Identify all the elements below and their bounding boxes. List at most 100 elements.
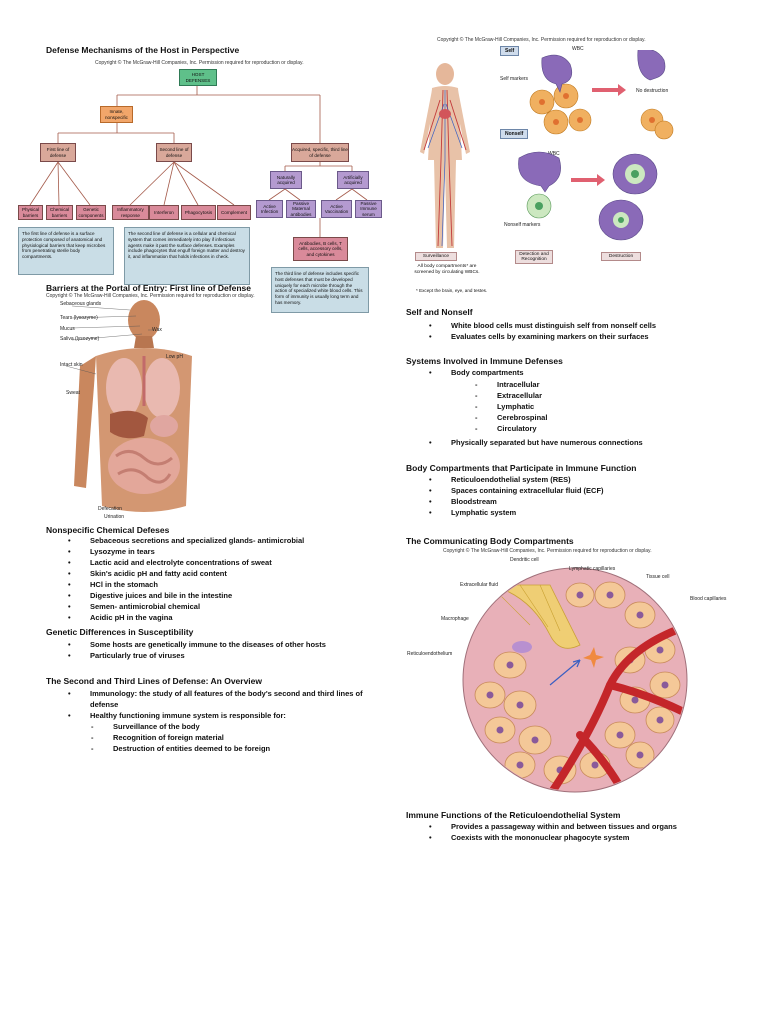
third-line-note: The third line of defense includes speci… — [271, 267, 369, 313]
section-title-res-functions: Immune Functions of the Reticuloendothel… — [406, 810, 621, 820]
human-torso-illustration — [65, 300, 192, 512]
list-item: Spaces containing extracellular fluid (E… — [429, 485, 751, 496]
label-urination: Urination — [104, 514, 125, 520]
list-item: Lymphatic — [475, 401, 697, 412]
section-title-barriers: Barriers at the Portal of Entry: First l… — [46, 283, 251, 293]
list-item: Reticuloendothelial system (RES) — [429, 474, 751, 485]
leaf-interferon: Interferon — [149, 205, 179, 220]
body-surveillance-illustration — [420, 63, 470, 248]
list-item: Healthy functioning immune system is res… — [68, 710, 370, 721]
list-item: Immunology: the study of all features of… — [68, 688, 370, 710]
leaf-physical-barriers: Physical barriers — [18, 205, 43, 220]
second-line-note: The second line of defense is a cellular… — [124, 227, 250, 285]
leaf-chemical-barriers: Chemical barriers — [46, 205, 73, 220]
list-item: Semen- antimicrobial chemical — [68, 601, 370, 612]
label-wax: Wax — [152, 327, 162, 333]
systems-list-2: Physically separated but have numerous c… — [429, 437, 751, 448]
list-item: Recognition of foreign material — [91, 732, 373, 743]
list-item: Circulatory — [475, 423, 697, 434]
label-defecation: Defecation — [98, 506, 122, 512]
leaf-active-vaccination: Active Vaccination — [321, 200, 352, 218]
list-item: Coexists with the mononuclear phagocyte … — [429, 832, 751, 843]
label-tissue-cell: Tissue cell — [646, 574, 670, 580]
surveillance-caption: All body compartments* are screened by c… — [414, 264, 480, 275]
self-tag: Self — [500, 46, 520, 56]
section-title-nonspecific: Nonspecific Chemical Defeses — [46, 525, 170, 535]
leaf-genetic-components: Genetic components — [76, 205, 106, 220]
label-lymphatic-capillaries: Lymphatic capillaries — [569, 566, 616, 572]
section-title-systems: Systems Involved in Immune Defenses — [406, 356, 563, 366]
label-sweat: Sweat — [66, 390, 80, 396]
genetic-list: Some hosts are genetically immune to the… — [68, 639, 370, 661]
list-item: Physically separated but have numerous c… — [429, 437, 751, 448]
list-item: Body compartments — [429, 367, 751, 378]
section-title-defense-mechanisms: Defense Mechanisms of the Host in Perspe… — [46, 45, 240, 55]
res-functions-list: Provides a passageway within and between… — [429, 821, 751, 843]
flowchart-connectors — [29, 86, 368, 237]
overview-sublist: Surveillance of the body Recognition of … — [91, 721, 373, 754]
no-destruction-label: No destruction — [636, 88, 669, 94]
label-intact-skin: Intact skin — [60, 362, 83, 368]
list-item: HCl in the stomach — [68, 579, 370, 590]
section-title-genetic: Genetic Differences in Susceptibility — [46, 627, 194, 637]
systems-list: Body compartments — [429, 367, 751, 378]
leaf-complement: Complement — [217, 205, 251, 220]
list-item: Some hosts are genetically immune to the… — [68, 639, 370, 650]
detection-label: Detection and Recognition — [515, 250, 553, 264]
self-cells-illustration — [529, 50, 674, 140]
compartments-circle-illustration — [462, 567, 688, 793]
host-defenses-box: HOST DEFENSES — [179, 69, 217, 86]
list-item: Extracellular — [475, 390, 697, 401]
self-markers-label: Self markers — [500, 76, 529, 82]
list-item: Destruction of entities deemed to be for… — [91, 743, 373, 754]
list-item: Skin's acidic pH and fatty acid content — [68, 568, 370, 579]
overview-list: Immunology: the study of all features of… — [68, 688, 370, 721]
section-title-self-nonself: Self and Nonself — [406, 307, 473, 317]
copyright-notice-self: Copyright © The McGraw-Hill Companies, I… — [437, 37, 646, 43]
leaf-passive-maternal: Passive Maternal antibodies — [286, 200, 316, 218]
naturally-acquired-box: Naturally acquired — [270, 171, 302, 189]
list-item: Sebaceous secretions and specialized gla… — [68, 535, 370, 546]
surveillance-label: Surveillance — [415, 252, 457, 261]
section-title-body-compartments: Body Compartments that Participate in Im… — [406, 463, 637, 473]
leaf-inflammatory-response: Inflammatory response — [112, 205, 149, 220]
list-item: Surveillance of the body — [91, 721, 373, 732]
list-item: Bloodstream — [429, 496, 751, 507]
systems-sublist: Intracellular Extracellular Lymphatic Ce… — [475, 379, 697, 434]
first-line-note: The first line of defense is a surface p… — [18, 227, 114, 275]
list-item: Intracellular — [475, 379, 697, 390]
nonself-markers-label: Nonself markers — [504, 222, 541, 228]
label-low-ph: Low pH — [166, 354, 183, 360]
list-item: Lysozyme in tears — [68, 546, 370, 557]
list-item: Lactic acid and electrolyte concentratio… — [68, 557, 370, 568]
list-item: White blood cells must distinguish self … — [429, 320, 751, 331]
copyright-notice-barriers: Copyright © The McGraw-Hill Companies, I… — [46, 293, 255, 299]
label-saliva: Saliva (lysozyme) — [60, 336, 100, 342]
first-line-box: First line of defense — [40, 143, 76, 162]
label-macrophage: Macrophage — [441, 616, 469, 622]
label-dendritic-cell: Dendritic cell — [510, 557, 539, 563]
nonspecific-list: Sebaceous secretions and specialized gla… — [68, 535, 370, 623]
list-item: Digestive juices and bile in the intesti… — [68, 590, 370, 601]
body-compartments-list: Reticuloendothelial system (RES) Spaces … — [429, 474, 751, 518]
copyright-notice-compartments: Copyright © The McGraw-Hill Companies, I… — [443, 548, 652, 554]
nonself-tag: Nonself — [500, 129, 529, 139]
list-item: Provides a passageway within and between… — [429, 821, 751, 832]
label-mucus: Mucus — [60, 326, 75, 332]
label-blood-capillaries: Blood capillaries — [690, 596, 727, 602]
section-title-communicating: The Communicating Body Compartments — [406, 536, 574, 546]
wbc2-label: WBC — [548, 151, 560, 157]
artificially-acquired-box: Artificially acquired — [337, 171, 369, 189]
list-item: Lymphatic system — [429, 507, 751, 518]
label-reticuloendothelium: Reticuloendothelium — [407, 651, 453, 657]
list-item: Particularly true of viruses — [68, 650, 370, 661]
acquired-box: Acquired, specific, third line of defens… — [291, 143, 349, 162]
copyright-notice: Copyright © The McGraw-Hill Companies, I… — [95, 60, 304, 66]
nonself-cells-illustration — [518, 151, 658, 241]
label-sebaceous: Sebaceous glands — [60, 301, 102, 307]
list-item: Acidic pH in the vagina — [68, 612, 370, 623]
self-nonself-list: White blood cells must distinguish self … — [429, 320, 751, 342]
surveillance-footnote: * Except the brain, eye, and testes. — [416, 288, 488, 293]
leaf-phagocytosis: Phagocytosis — [181, 205, 216, 220]
leaf-passive-immune-serum: Passive Immune serum — [355, 200, 382, 218]
